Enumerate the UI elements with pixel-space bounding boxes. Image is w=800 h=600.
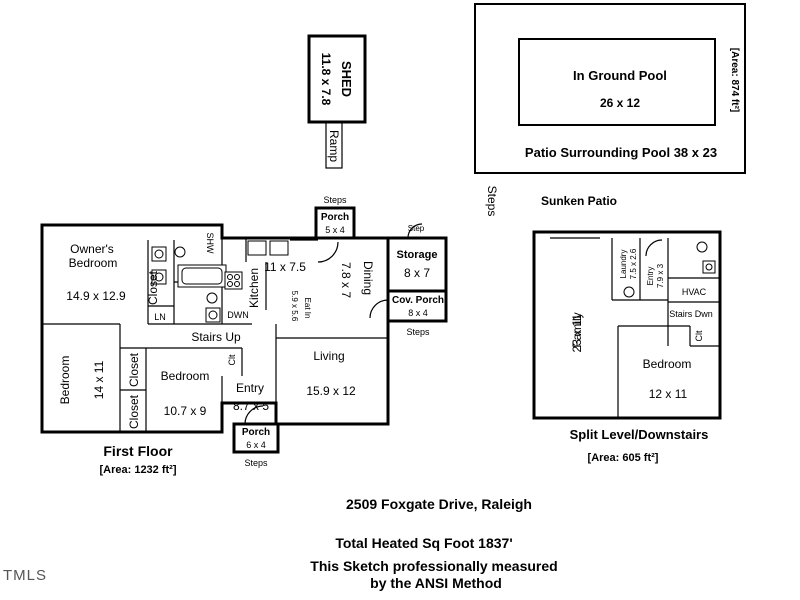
family-dims: 23 x 11 [570,314,584,353]
ramp-label: Ramp [327,130,341,162]
entry-label: Entry [236,381,264,395]
sunken-patio-label: Sunken Patio [541,194,617,208]
pool-area-label: [Area: 874 ft²] [729,48,740,112]
ds-bedroom-label: Bedroom [643,357,692,371]
bedroom-left-dims: 14 x 11 [92,360,106,399]
owners-bedroom-label: Owner's [70,242,114,256]
entry-dims: 8.7 x 5 [233,399,269,413]
ds-clt-label: Clt [694,330,704,341]
porch-bottom-label: Porch [242,427,270,438]
dining-label: Dining [361,261,375,295]
first-floor-title: First Floor [103,443,173,459]
porch-top-dims: 5 x 4 [325,225,345,235]
covered-porch [386,289,448,323]
pool-steps-label: Steps [485,186,499,217]
owners-bedroom-dims: 14.9 x 12.9 [66,289,126,303]
pool-label: In Ground Pool [573,68,667,83]
pool-patio-outline [474,3,746,174]
kitchen-dims: 11 x 7.5 [264,260,306,274]
pool-area: In Ground Pool 26 x 12 Patio Surrounding… [474,3,746,174]
address: 2509 Foxgate Drive, Raleigh [346,496,532,512]
stairs-up-label: Stairs Up [191,330,241,344]
downstairs-area: [Area: 605 ft²] [588,452,659,464]
shed-label: SHED [339,61,354,97]
clt-label: Clt [227,354,237,365]
cov-porch-steps: Steps [406,327,430,337]
patio-label: Patio Surrounding Pool 38 x 23 [525,145,717,160]
tmls-logo: TMLS [3,567,47,584]
storage-label: Storage [397,249,438,261]
closet-label: Closet [146,270,160,305]
shw-label: SHW [205,233,215,255]
linen-label: LN [154,312,166,322]
porch-bottom-steps: Steps [244,458,268,468]
kitchen-label: Kitchen [247,268,261,308]
stairs-dwn-label: Stairs Dwn [669,309,713,319]
hvac-label: HVAC [682,287,707,297]
shed: SHED 11.8 x 7.8 Ramp [307,34,367,169]
shed-ramp [325,121,343,169]
toilet [174,246,186,258]
first-floor: Owner's Bedroom 14.9 x 12.9 SHW Closet L… [40,195,448,476]
laundry-dims: 7.5 x 2.6 [629,248,638,279]
laundry-label: Laundry [619,250,628,279]
bedroom-dims: 10.7 x 9 [164,404,207,418]
porch-top [314,206,356,240]
eat-in-dims: 5.9 x 5.6 [290,291,299,322]
storage [386,236,448,293]
first-floor-area: [Area: 1232 ft²] [99,464,176,476]
bedroom-left-label: Bedroom [58,356,72,405]
ds-entry-dims: 7.9 x 3 [656,263,665,288]
pool-dims: 26 x 12 [600,96,640,110]
cov-porch-dims: 8 x 4 [408,308,428,318]
fridge [269,240,289,256]
measure-note-2: by the ANSI Method [370,575,502,591]
shed-outline [307,34,367,124]
shed-dims: 11.8 x 7.8 [319,53,333,106]
door-swing [317,241,339,263]
downstairs-title: Split Level/Downstairs [570,427,709,442]
total-heated: Total Heated Sq Foot 1837' [335,535,512,551]
downstairs-outline [532,230,722,420]
kitchen-sink [247,240,267,256]
eat-in-label: Eat In [303,298,312,319]
ds-entry-label: Entry [646,267,655,286]
washer [623,286,635,298]
storage-dims: 8 x 7 [404,266,430,280]
ds-bedroom-dims: 12 x 11 [649,387,688,401]
dwn-label: DWN [227,310,249,320]
living-label: Living [313,349,344,363]
owners-bedroom-label-2: Bedroom [69,256,118,270]
storage-step-label: Step [408,224,425,233]
stove [224,271,243,290]
family-label: Family [570,312,584,347]
porch-top-steps: Steps [323,195,347,205]
bedroom-label: Bedroom [161,369,210,383]
pool-outline [518,38,716,126]
closet-2-label: Closet [127,352,141,387]
measure-note-1: This Sketch professionally measured [310,558,557,574]
dining-dims: 7.8 x 7 [339,262,353,298]
porch-bottom [232,422,280,454]
downstairs: Family 23 x 11 Laundry 7.5 x 2.6 Entry 7… [532,230,722,464]
porch-bottom-dims: 6 x 4 [246,440,266,450]
living-dims: 15.9 x 12 [306,384,356,398]
porch-top-label: Porch [321,212,349,223]
cov-porch-label: Cov. Porch [392,295,444,306]
closet-3-label: Closet [127,394,141,429]
